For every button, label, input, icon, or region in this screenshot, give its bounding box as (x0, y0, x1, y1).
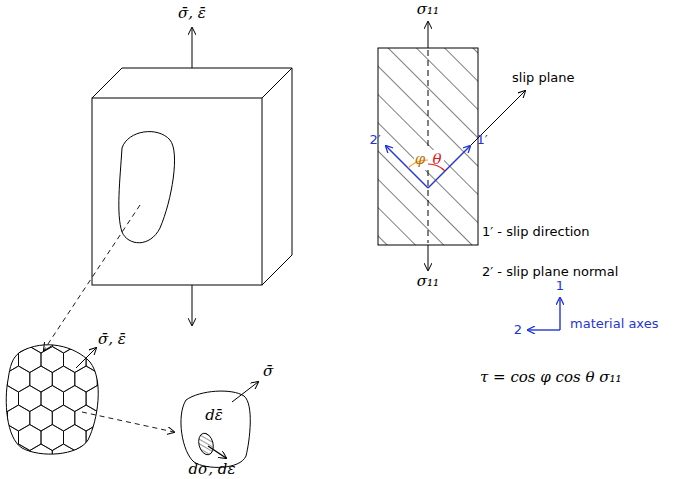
formula: τ = cos φ cos θ σ₁₁ (480, 369, 622, 386)
stress-component-label: σ₁₁ (417, 1, 439, 18)
stress-strain-label: σ̄, ε̄ (98, 331, 126, 348)
slip-plane-label: slip plane (512, 71, 574, 86)
axis-label: 1′ (476, 133, 487, 148)
axis-label: 2 (514, 323, 522, 338)
strain-increment-label: dε̄ (205, 407, 223, 424)
axis-label: 1 (556, 279, 564, 294)
legend-note: 2′ - slip plane normal (482, 265, 618, 280)
stress-label: σ̄ (263, 363, 273, 380)
axis-label: 2′ (369, 133, 380, 148)
angle-label: θ (432, 151, 441, 168)
stress-component-label: σ₁₁ (417, 273, 439, 290)
local-increment-label: dσ, dε (188, 461, 235, 478)
material-axes-label: material axes (570, 317, 658, 332)
stress-strain-label: σ̄, ε̄ (178, 5, 206, 22)
angle-label: φ (415, 151, 426, 168)
legend-note: 1′ - slip direction (482, 225, 590, 240)
